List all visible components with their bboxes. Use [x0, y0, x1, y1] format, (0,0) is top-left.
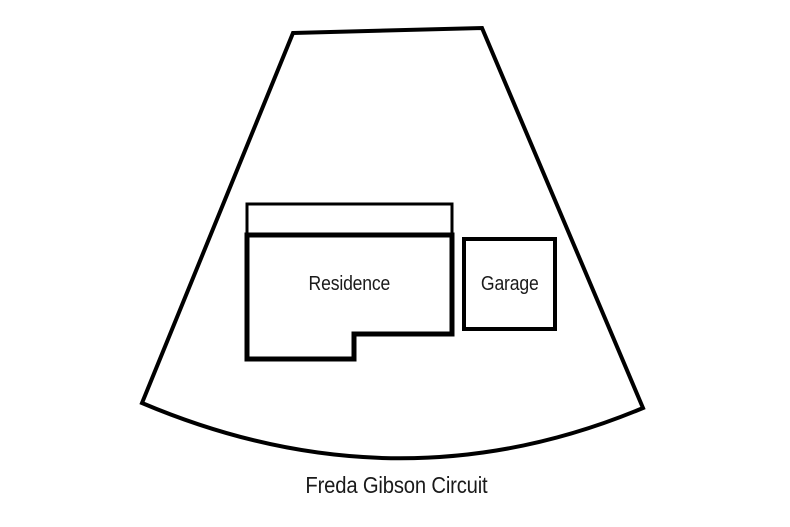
- residence-front-strip-outline: [245, 202, 454, 237]
- property-boundary-outline: [139, 25, 646, 461]
- garage-building-outline: [462, 237, 557, 331]
- residence-building-outline: [244, 232, 455, 362]
